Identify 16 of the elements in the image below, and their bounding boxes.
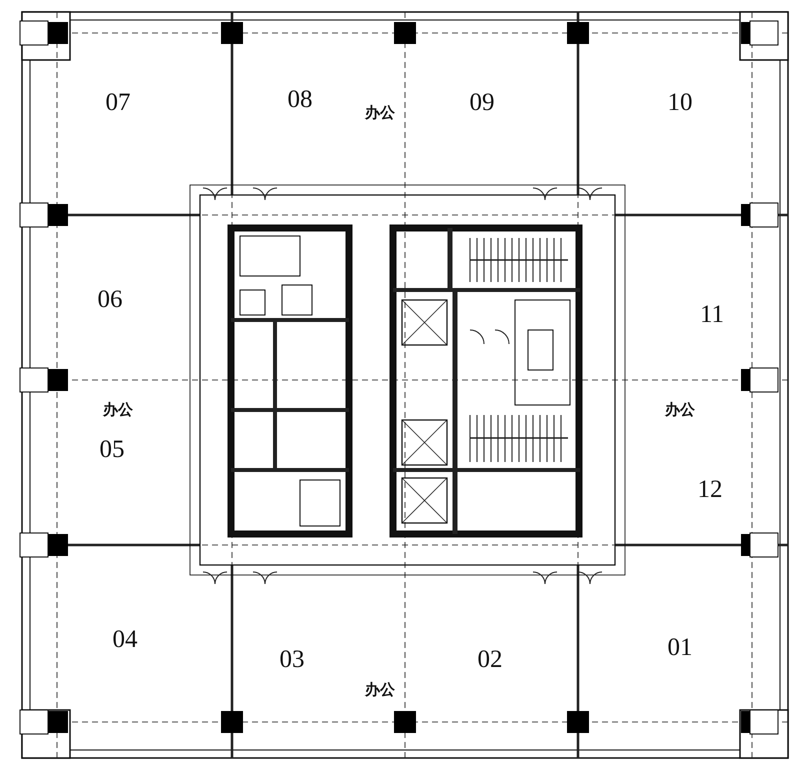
unit-number: 06 (98, 286, 122, 314)
room-label: 办公 (665, 400, 695, 420)
unit-number: 02 (478, 646, 502, 674)
unit-number: 01 (668, 634, 692, 662)
unit-number: 12 (698, 476, 722, 504)
unit-number: 07 (106, 89, 130, 117)
unit-number: 09 (470, 89, 494, 117)
unit-number: 05 (100, 436, 124, 464)
unit-number: 11 (700, 301, 724, 329)
unit-number: 03 (280, 646, 304, 674)
room-label: 办公 (365, 104, 395, 122)
unit-number: 10 (668, 89, 692, 117)
unit-number: 04 (112, 626, 138, 654)
room-label: 办公 (103, 400, 133, 420)
room-label: 办公 (365, 680, 395, 700)
unit-number: 08 (288, 86, 312, 114)
